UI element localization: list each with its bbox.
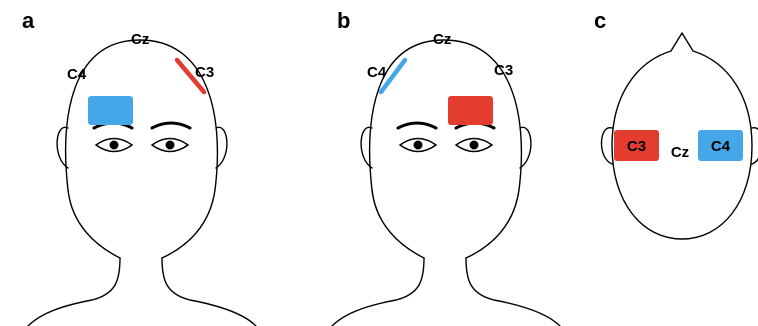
panel-a-right-eyebrow [152,123,190,128]
panel-b-left-pupil [414,141,423,150]
panel-b-label-c4: C4 [367,64,387,81]
panel-b-jaw-left [372,190,424,258]
panel-c-left-ear-icon [601,128,612,164]
panel-b-neck-left [332,258,424,326]
panel-c: c C3 Cz C4 [594,8,758,239]
panel-b-label-cz: Cz [433,31,451,48]
panel-a-neck-right [162,258,256,326]
panel-a: a Cz C4 C3 [22,8,256,326]
panel-c-label-c3: C3 [627,138,646,155]
panel-b-right-pupil [470,141,479,150]
panel-b-neck-right [466,258,560,326]
panel-b-label-c3: C3 [494,62,513,79]
panel-a-neck-left [28,258,120,326]
panel-a-label: a [22,8,35,33]
panel-a-jaw-left [68,190,120,258]
panel-a-label-c4: C4 [67,66,87,83]
panel-b-label: b [337,8,350,33]
panel-b-left-eyebrow [398,123,436,128]
panel-c-label-cz: Cz [671,144,689,161]
panel-a-label-c3: C3 [195,64,214,81]
panel-c-label: c [594,8,606,33]
panel-b: b Cz C4 C3 [332,8,560,326]
panel-c-right-ear-icon [752,128,758,164]
panel-a-left-pupil [110,141,119,150]
panel-a-label-cz: Cz [131,31,149,48]
panel-a-right-pupil [166,141,175,150]
panel-b-red-pad [448,96,493,125]
panel-c-label-c4: C4 [711,138,731,155]
panel-a-blue-pad [88,96,133,125]
